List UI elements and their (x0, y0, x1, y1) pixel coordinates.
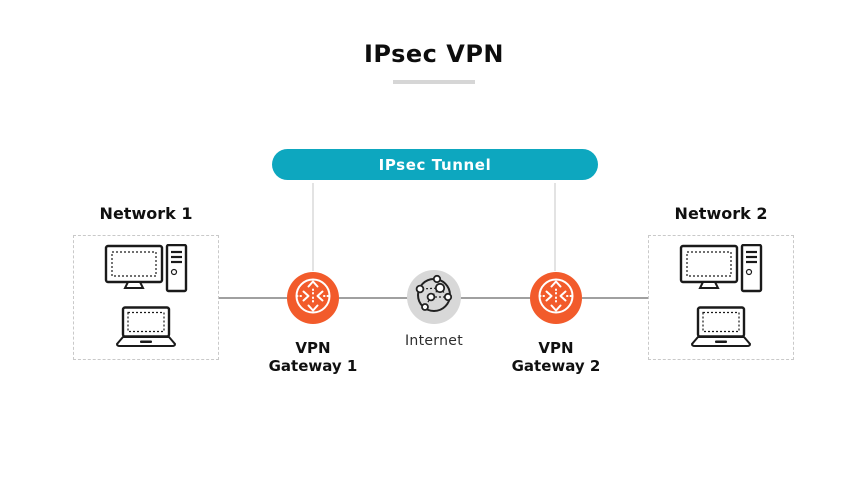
page-title: IPsec VPN (364, 40, 504, 68)
internet-node (407, 270, 461, 324)
internet-label: Internet (405, 333, 463, 349)
ipsec-tunnel-label: IPsec Tunnel (378, 155, 492, 174)
network2-label: Network 2 (674, 204, 768, 223)
router-icon (287, 270, 339, 326)
network1-label: Network 1 (99, 204, 193, 223)
tunnel-drop-line-left (312, 183, 314, 271)
title-underline (393, 80, 475, 84)
vpn-gateway1-label-line2: Gateway 1 (268, 357, 358, 375)
ipsec-tunnel-pill: IPsec Tunnel (272, 149, 598, 180)
network1-box (73, 235, 219, 360)
vpn-gateway2-label: VPN Gateway 2 (496, 339, 616, 375)
desktop-computer-icon (679, 243, 763, 298)
router-icon (530, 270, 582, 326)
connector-gateway1-internet (339, 297, 408, 299)
laptop-icon (688, 305, 754, 352)
vpn-gateway1-label-line1: VPN (295, 339, 331, 357)
vpn-gateway1-node (287, 272, 339, 324)
vpn-gateway2-label-line1: VPN (538, 339, 574, 357)
connector-internet-gateway2 (460, 297, 530, 299)
desktop-computer-icon (104, 243, 188, 298)
globe-network-icon (407, 268, 461, 326)
vpn-gateway2-label-line2: Gateway 2 (511, 357, 601, 375)
network2-box (648, 235, 794, 360)
vpn-gateway1-label: VPN Gateway 1 (253, 339, 373, 375)
connector-network1-gateway1 (219, 297, 288, 299)
laptop-icon (113, 305, 179, 352)
vpn-gateway2-node (530, 272, 582, 324)
connector-gateway2-network2 (582, 297, 650, 299)
tunnel-drop-line-right (554, 183, 556, 271)
